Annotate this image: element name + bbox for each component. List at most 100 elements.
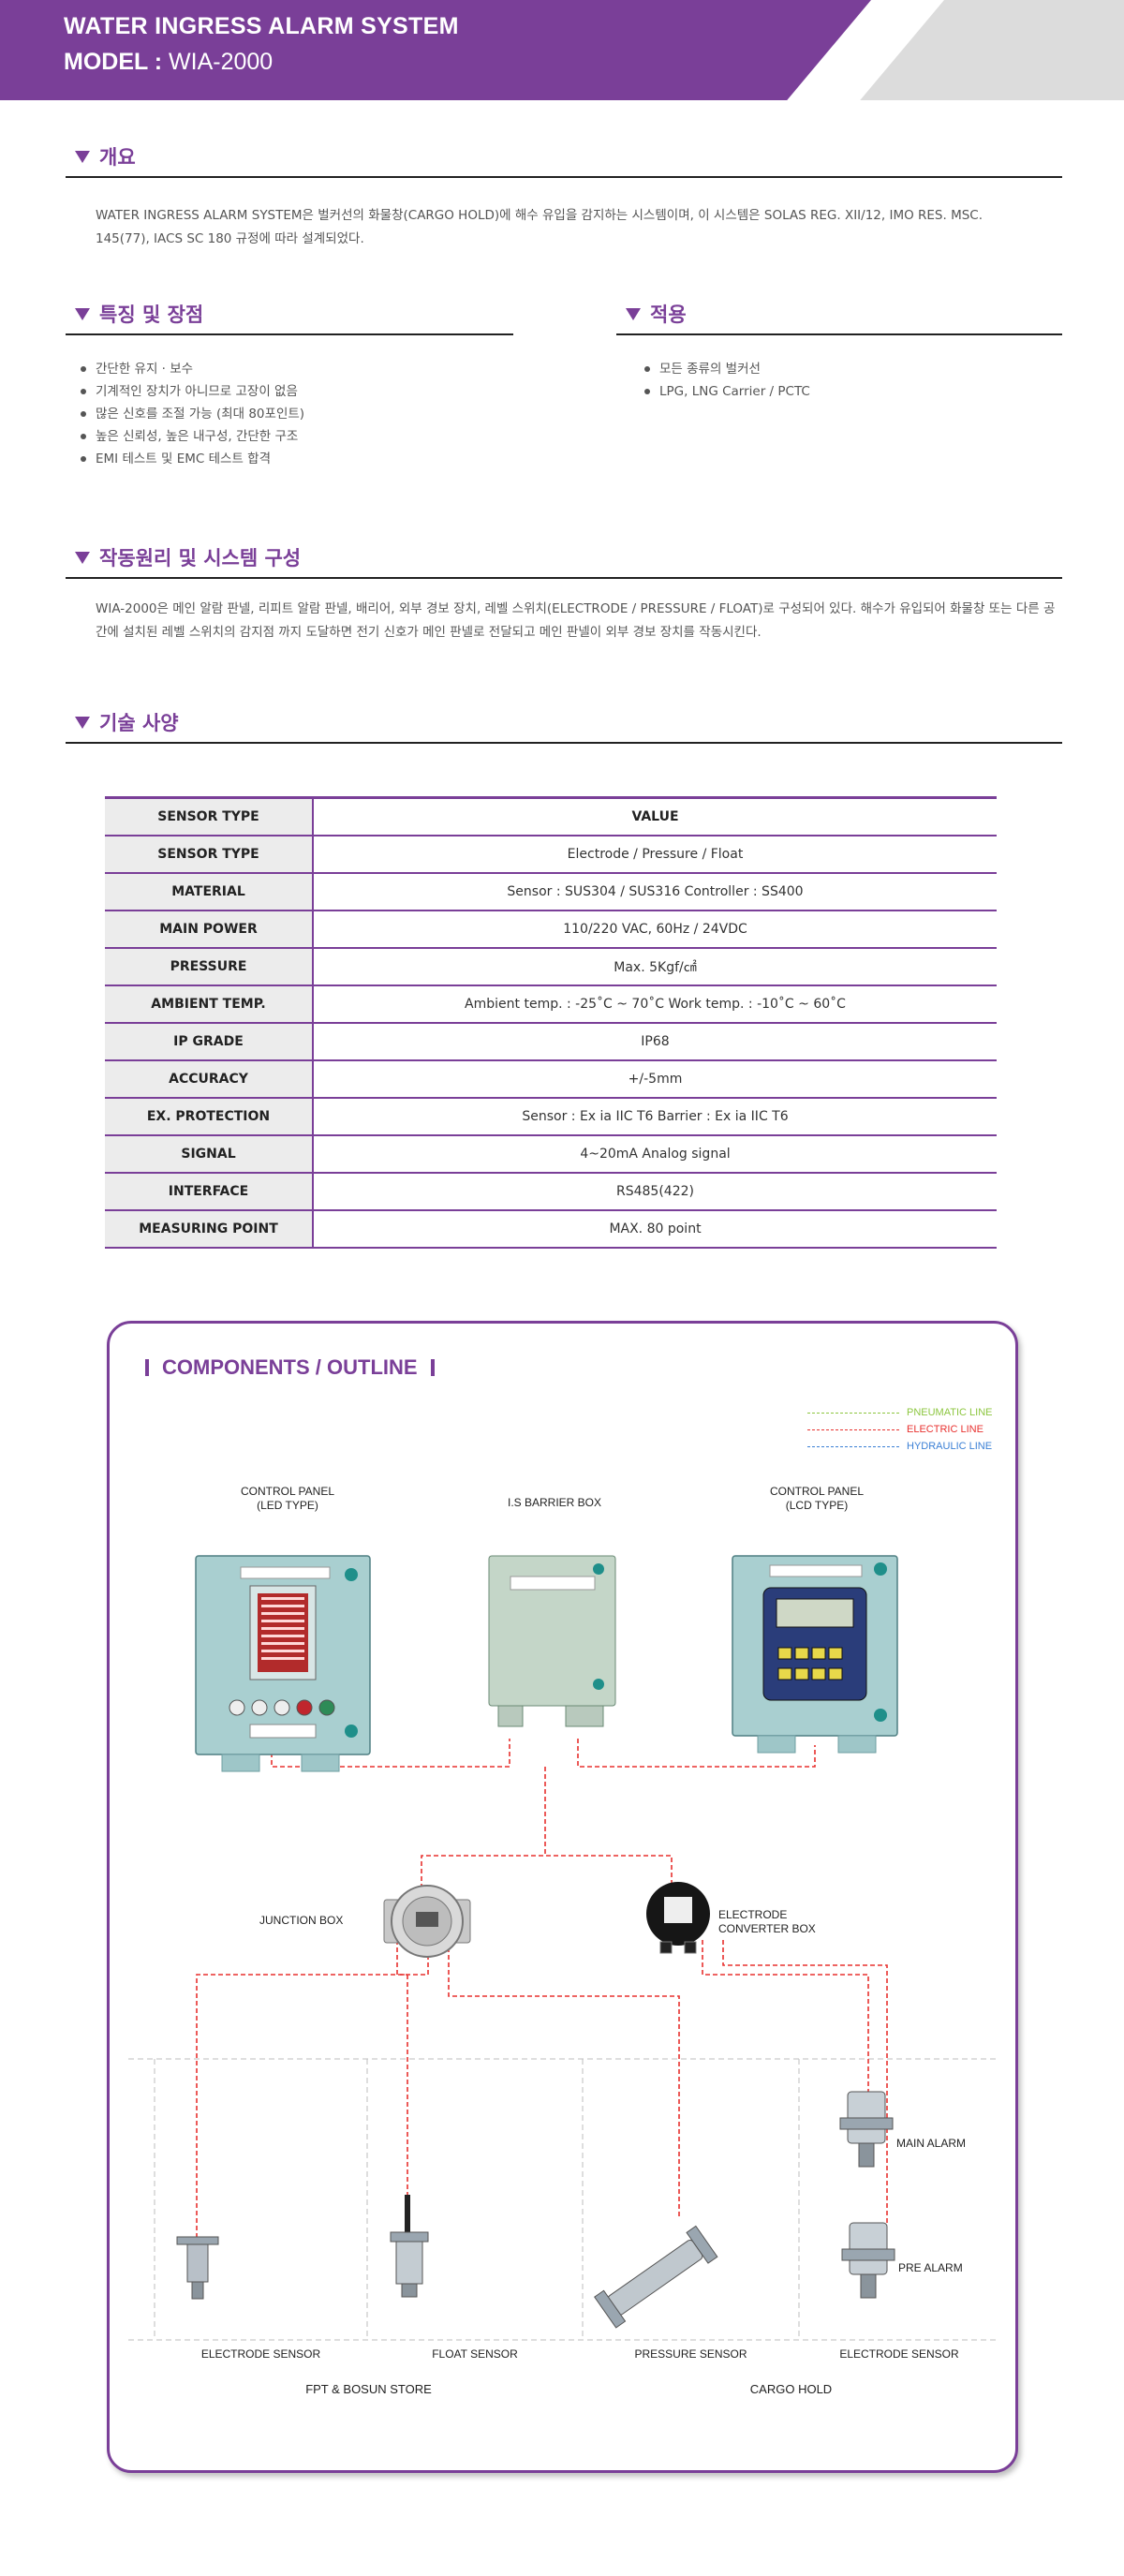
spec-key: EX. PROTECTION bbox=[105, 1097, 313, 1136]
legend-label: ELECTRIC LINE bbox=[907, 1424, 984, 1435]
sensor-flange bbox=[841, 2248, 895, 2261]
spec-value: Ambient temp. : -25˚C ~ 70˚C Work temp. … bbox=[312, 985, 997, 1024]
electrode-converter-box bbox=[646, 1882, 710, 1954]
label-pre-alarm: PRE ALARM bbox=[898, 2261, 963, 2274]
led-rows bbox=[261, 1597, 304, 1660]
features-heading: 특징 및 장점 bbox=[66, 300, 513, 330]
wire bbox=[396, 1940, 408, 2232]
divider bbox=[66, 333, 513, 335]
spec-value: Electrode / Pressure / Float bbox=[312, 835, 997, 874]
knob bbox=[345, 1568, 358, 1581]
wire bbox=[577, 1739, 816, 1768]
sensor-tip bbox=[191, 2281, 204, 2300]
nameplate bbox=[769, 1564, 863, 1577]
sensor-flange bbox=[390, 2231, 429, 2243]
overview-heading-text: 개요 bbox=[99, 146, 136, 169]
label-line: CONVERTER BOX bbox=[718, 1922, 816, 1935]
table-row: AMBIENT TEMP.Ambient temp. : -25˚C ~ 70˚… bbox=[105, 985, 997, 1024]
spec-key: INTERFACE bbox=[105, 1172, 313, 1211]
spec-key: MAIN POWER bbox=[105, 910, 313, 949]
cable-gland bbox=[221, 1754, 260, 1772]
spec-key: MATERIAL bbox=[105, 872, 313, 911]
wire bbox=[702, 1940, 869, 2092]
cable-gland bbox=[565, 1705, 604, 1727]
legend-label: HYDRAULIC LINE bbox=[907, 1441, 993, 1452]
overview-heading: 개요 bbox=[66, 142, 1062, 172]
cable-gland bbox=[497, 1705, 524, 1727]
list-item: 많은 신호를 조절 가능 (최대 80포인트) bbox=[66, 403, 506, 425]
cable-gland bbox=[301, 1754, 340, 1772]
page-header: WATER INGRESS ALARM SYSTEM MODEL : WIA-2… bbox=[0, 0, 1124, 100]
model-line: MODEL : WIA-2000 bbox=[64, 49, 273, 76]
barrier-box bbox=[488, 1555, 616, 1727]
legend-hydraulic: HYDRAULIC LINE bbox=[807, 1438, 992, 1455]
sensor-body bbox=[395, 2241, 423, 2285]
label-junction-box: JUNCTION BOX bbox=[259, 1914, 344, 1927]
list-item: 높은 신뢰성, 높은 내구성, 간단한 구조 bbox=[66, 425, 506, 448]
list-item: 기계적인 장치가 아니므로 고장이 없음 bbox=[66, 380, 506, 403]
spec-key: PRESSURE bbox=[105, 947, 313, 986]
principle-heading-text: 작동원리 및 시스템 구성 bbox=[99, 547, 302, 570]
divider bbox=[66, 742, 1062, 744]
label-main-alarm: MAIN ALARM bbox=[896, 2137, 967, 2150]
cable-gland bbox=[837, 1735, 877, 1754]
spec-key: ACCURACY bbox=[105, 1059, 313, 1099]
spec-value: Sensor : SUS304 / SUS316 Controller : SS… bbox=[312, 872, 997, 911]
sensor-flange bbox=[686, 2225, 718, 2264]
float-sensor bbox=[390, 2195, 429, 2298]
panel-frame bbox=[195, 1555, 371, 1755]
list-item: EMI 테스트 및 EMC 테스트 합격 bbox=[66, 448, 506, 470]
wire bbox=[271, 1739, 510, 1768]
triangle-icon bbox=[75, 308, 90, 320]
spec-value: 110/220 VAC, 60Hz / 24VDC bbox=[312, 910, 997, 949]
main-alarm-sensor bbox=[839, 2091, 894, 2168]
knob bbox=[345, 1725, 358, 1738]
divider bbox=[616, 333, 1062, 335]
terminal bbox=[684, 1941, 697, 1954]
table-header-row: SENSOR TYPE VALUE bbox=[105, 796, 997, 836]
label-control-panel-lcd: CONTROL PANEL(LCD TYPE) bbox=[742, 1485, 892, 1513]
column-header-value: VALUE bbox=[312, 796, 997, 836]
legend-pneumatic: PNEUMATIC LINE bbox=[807, 1404, 992, 1421]
label-float-sensor: FLOAT SENSOR bbox=[432, 2347, 518, 2361]
legend-swatch bbox=[807, 1413, 899, 1414]
application-heading-text: 적용 bbox=[650, 303, 687, 326]
nameplate bbox=[510, 1576, 596, 1591]
title-bar-left bbox=[145, 1359, 149, 1376]
legend-swatch bbox=[807, 1446, 899, 1447]
wire bbox=[421, 1855, 673, 1888]
application-heading: 적용 bbox=[616, 300, 1062, 330]
triangle-icon bbox=[75, 717, 90, 729]
spec-key: AMBIENT TEMP. bbox=[105, 985, 313, 1024]
divider bbox=[66, 577, 1062, 579]
principle-text: WIA-2000은 메인 알람 판넬, 리피트 알람 판넬, 배리어, 외부 경… bbox=[96, 601, 1056, 640]
principle-section: 작동원리 및 시스템 구성 bbox=[66, 543, 1062, 579]
features-heading-text: 특징 및 장점 bbox=[99, 303, 204, 326]
wire bbox=[196, 1940, 429, 2237]
features-list: 간단한 유지 · 보수 기계적인 장치가 아니므로 고장이 없음 많은 신호를 … bbox=[66, 358, 506, 470]
pre-alarm-sensor bbox=[841, 2222, 895, 2299]
panel-buttons bbox=[229, 1699, 335, 1716]
terminal bbox=[659, 1941, 673, 1954]
spec-value: +/-5mm bbox=[312, 1059, 997, 1099]
list-item: 모든 종류의 벌커선 bbox=[629, 358, 1051, 380]
legend-electric: ELECTRIC LINE bbox=[807, 1421, 992, 1438]
spec-key: SIGNAL bbox=[105, 1134, 313, 1174]
label-control-panel-led: CONTROL PANEL(LED TYPE) bbox=[213, 1485, 362, 1513]
triangle-icon bbox=[626, 308, 641, 320]
model-value: WIA-2000 bbox=[169, 49, 274, 75]
sensor-tip bbox=[860, 2273, 877, 2299]
sensor-body bbox=[186, 2243, 209, 2283]
line-legend: PNEUMATIC LINE ELECTRIC LINE HYDRAULIC L… bbox=[807, 1404, 992, 1455]
principle-heading: 작동원리 및 시스템 구성 bbox=[66, 543, 1062, 573]
column-header-key: SENSOR TYPE bbox=[105, 796, 313, 836]
divider bbox=[66, 176, 1062, 178]
label-plate bbox=[249, 1724, 317, 1739]
control-panel-lcd bbox=[732, 1555, 898, 1754]
label-electrode-sensor-2: ELECTRODE SENSOR bbox=[839, 2347, 959, 2361]
specs-heading: 기술 사양 bbox=[66, 708, 1062, 738]
